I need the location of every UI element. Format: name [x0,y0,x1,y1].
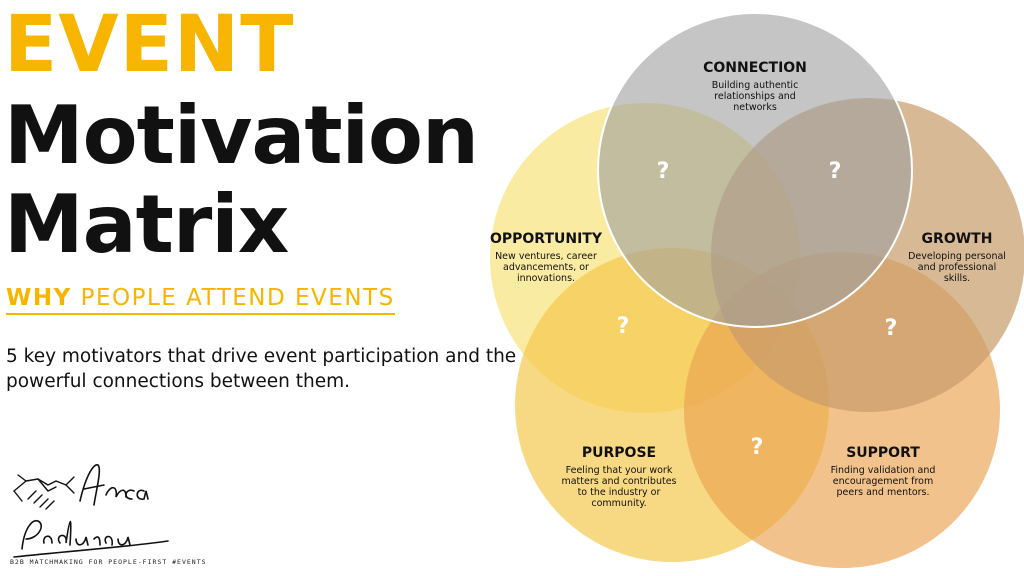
title-event: EVENT [4,0,295,90]
handshake-icon [13,474,75,510]
circle-desc-line: skills. [944,273,970,284]
circle-desc-line: relationships and [714,91,796,102]
circle-label-support: SUPPORT Finding validation and encourage… [831,445,936,498]
intersection-connection-opportunity: ? [657,159,670,184]
circle-title: GROWTH [922,231,993,247]
venn-circles [490,12,1024,568]
circle-connection [597,12,913,328]
logo-tagline: B2B MATCHMAKING FOR PEOPLE-FIRST #EVENTS [10,558,207,566]
circle-desc-line: Finding validation and [831,465,936,476]
subtitle-rest: PEOPLE ATTEND EVENTS [71,285,395,311]
circle-desc-line: innovations. [517,273,575,284]
circle-title: OPPORTUNITY [490,231,603,247]
circle-title: CONNECTION [703,60,807,76]
circle-label-connection: CONNECTION Building authentic relationsh… [703,60,807,113]
circle-title: SUPPORT [846,445,920,461]
intersection-connection-growth: ? [829,159,842,184]
logo [13,464,169,558]
intersection-opportunity-purpose: ? [617,314,630,339]
circle-desc-line: encouragement from [833,476,934,487]
circle-desc-line: peers and mentors. [836,487,929,498]
intersection-marks: ? ? ? ? ? [617,159,898,460]
subtitle-strong: WHY [6,285,72,311]
signature-mark [13,464,169,558]
circle-label-purpose: PURPOSE Feeling that your work matters a… [561,445,676,509]
circle-desc-line: Building authentic [712,80,799,91]
circle-desc-line: Developing personal [908,251,1006,262]
circle-desc-line: advancements, or [503,262,589,273]
circle-desc-line: Feeling that your work [566,465,673,476]
circle-title: PURPOSE [582,445,656,461]
circle-label-growth: GROWTH Developing personal and professio… [908,231,1006,284]
circle-desc-line: matters and contributes [561,476,676,487]
description: 5 key motivators that drive event partic… [6,346,517,392]
title-motivation: Motivation [4,89,479,182]
circle-desc-line: community. [591,498,646,509]
intersection-growth-support: ? [885,316,898,341]
title-matrix: Matrix [4,178,289,271]
subtitle: WHY PEOPLE ATTEND EVENTS [6,285,395,315]
circle-desc-line: to the industry or [578,487,661,498]
intersection-purpose-support: ? [751,435,764,460]
circle-label-opportunity: OPPORTUNITY New ventures, career advance… [490,231,603,284]
circle-desc-line: and professional [918,262,996,273]
circle-desc-line: networks [733,102,777,113]
circle-desc-line: New ventures, career [495,251,597,262]
